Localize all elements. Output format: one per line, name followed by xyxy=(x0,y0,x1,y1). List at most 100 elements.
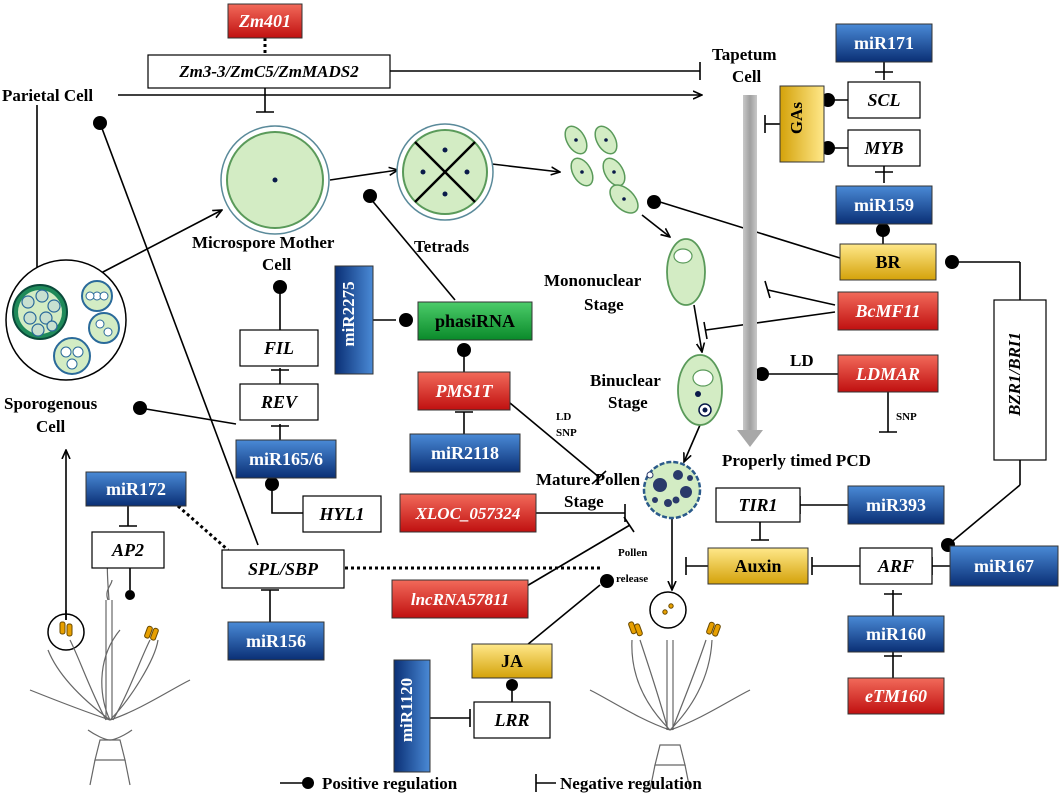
etm160-box: eTM160 xyxy=(847,677,945,715)
zm401-box: Zm401 xyxy=(227,3,303,39)
microspore-nuclei xyxy=(574,138,626,201)
mir393-label: miR393 xyxy=(866,495,926,515)
snp-label-pms1t: SNP xyxy=(556,427,577,439)
zm3-label: Zm3-3/ZmC5/ZmMADS2 xyxy=(178,62,359,81)
scl-box: SCL xyxy=(847,81,921,119)
zm3-box: Zm3-3/ZmC5/ZmMADS2 xyxy=(147,54,391,89)
mature-label-2: Stage xyxy=(564,492,604,511)
parietal-cell-label: Parietal Cell xyxy=(2,86,93,105)
auxin-box: Auxin xyxy=(707,547,809,585)
mir2275-label: miR2275 xyxy=(339,281,358,346)
tetrads-graphic xyxy=(396,123,494,221)
xloc-label: XLOC_057324 xyxy=(415,504,521,523)
arf-box: ARF xyxy=(859,547,933,585)
tir1-box: TIR1 xyxy=(715,487,801,523)
mir1120-label: miR1120 xyxy=(397,678,416,742)
sporogenous-label-1: Sporogenous xyxy=(4,394,98,413)
myb-box: MYB xyxy=(847,129,921,167)
flower-left-graphic xyxy=(29,559,191,786)
stage-labels: Parietal Cell Tapetum Cell Microspore Mo… xyxy=(2,45,871,511)
mir1656-box: miR165/6 xyxy=(235,439,337,479)
splsbp-box: SPL/SBP xyxy=(221,549,345,589)
small-labels: LD SNP LD SNP Pollen release xyxy=(556,351,917,585)
tapetum-label-1: Tapetum xyxy=(712,45,777,64)
mir171-box: miR171 xyxy=(835,23,933,63)
br-label: BR xyxy=(875,252,901,272)
mir171-label: miR171 xyxy=(854,33,914,53)
mir156-label: miR156 xyxy=(246,631,306,651)
arf-label: ARF xyxy=(877,556,914,576)
ja-label: JA xyxy=(501,651,523,671)
ld-label-pms1t: LD xyxy=(556,411,571,423)
pollen-release-label-2: release xyxy=(616,573,648,585)
mmc-label-2: Cell xyxy=(262,255,292,274)
mononuclear-label-1: Mononuclear xyxy=(544,271,642,290)
auxin-label: Auxin xyxy=(734,556,781,576)
mir393-box: miR393 xyxy=(847,485,945,525)
pcd-label: Properly timed PCD xyxy=(722,451,871,470)
mir2275-box: miR2275 xyxy=(334,265,374,375)
mature-label-1: Mature Pollen xyxy=(536,470,641,489)
mir159-label: miR159 xyxy=(854,195,914,215)
flower-right-graphic xyxy=(589,591,751,791)
mir1656-label: miR165/6 xyxy=(249,449,323,469)
fil-label: FIL xyxy=(263,338,294,358)
sporogenous-label-2: Cell xyxy=(36,417,66,436)
flower-left-anthers xyxy=(59,621,159,641)
splsbp-label: SPL/SBP xyxy=(248,559,319,579)
scl-label: SCL xyxy=(867,90,900,110)
microspores-graphic xyxy=(564,125,639,214)
mir167-box: miR167 xyxy=(949,545,1059,587)
rev-label: REV xyxy=(260,392,299,412)
mononuclear-label-2: Stage xyxy=(584,295,624,314)
bcmf11-box: BcMF11 xyxy=(837,291,939,331)
mir2118-label: miR2118 xyxy=(431,443,499,463)
ja-box: JA xyxy=(471,643,553,679)
etm160-label: eTM160 xyxy=(865,686,927,706)
legend-positive-label: Positive regulation xyxy=(322,774,458,793)
ap2-box: AP2 xyxy=(91,531,165,569)
bzr1-label: BZR1/BRI1 xyxy=(1005,332,1024,417)
positive-regulation-dot-icon xyxy=(302,777,314,789)
mir172-label: miR172 xyxy=(106,479,166,499)
mir172-box: miR172 xyxy=(85,471,187,507)
rev-box: REV xyxy=(239,383,319,421)
mir160-label: miR160 xyxy=(866,624,926,644)
tapetum-label-2: Cell xyxy=(732,67,762,86)
tir1-label: TIR1 xyxy=(738,495,777,515)
mir160-box: miR160 xyxy=(847,615,945,653)
hyl1-label: HYL1 xyxy=(319,504,365,524)
mmc-label-1: Microspore Mother xyxy=(192,233,335,252)
ld-label-ldmar: LD xyxy=(790,351,814,370)
flower-right-anthers xyxy=(628,603,721,637)
hyl1-box: HYL1 xyxy=(302,495,382,533)
fil-box: FIL xyxy=(239,329,319,367)
mir2118-box: miR2118 xyxy=(409,433,521,473)
gas-box: GAs xyxy=(779,85,825,163)
sporogenous-cell-graphic xyxy=(5,259,127,381)
mir156-box: miR156 xyxy=(227,621,325,661)
lrr-label: LRR xyxy=(493,710,529,730)
gas-label: GAs xyxy=(787,102,806,135)
zm401-label: Zm401 xyxy=(238,11,291,31)
pcd-arrow xyxy=(737,95,763,447)
bcmf11-label: BcMF11 xyxy=(854,301,920,321)
snp-label-ldmar: SNP xyxy=(896,411,917,423)
mature-pollen-graphic xyxy=(642,460,702,520)
legend: Positive regulation Negative regulation xyxy=(280,774,702,793)
ap2-label: AP2 xyxy=(111,540,144,560)
legend-negative-label: Negative regulation xyxy=(560,774,702,793)
lrr-box: LRR xyxy=(473,701,551,739)
binuclear-label-1: Binuclear xyxy=(590,371,661,390)
binuclear-graphic xyxy=(677,354,723,426)
mir167-label: miR167 xyxy=(974,556,1034,576)
mir159-box: miR159 xyxy=(835,185,933,225)
br-box: BR xyxy=(839,243,937,281)
pms1t-box: PMS1T xyxy=(417,371,511,411)
phasirna-label: phasiRNA xyxy=(435,311,515,331)
lncrna-label: lncRNA57811 xyxy=(411,590,509,609)
microspore-mother-cell-graphic xyxy=(220,125,330,235)
phasirna-box: phasiRNA xyxy=(417,301,533,341)
lncrna-box: lncRNA57811 xyxy=(391,579,529,619)
